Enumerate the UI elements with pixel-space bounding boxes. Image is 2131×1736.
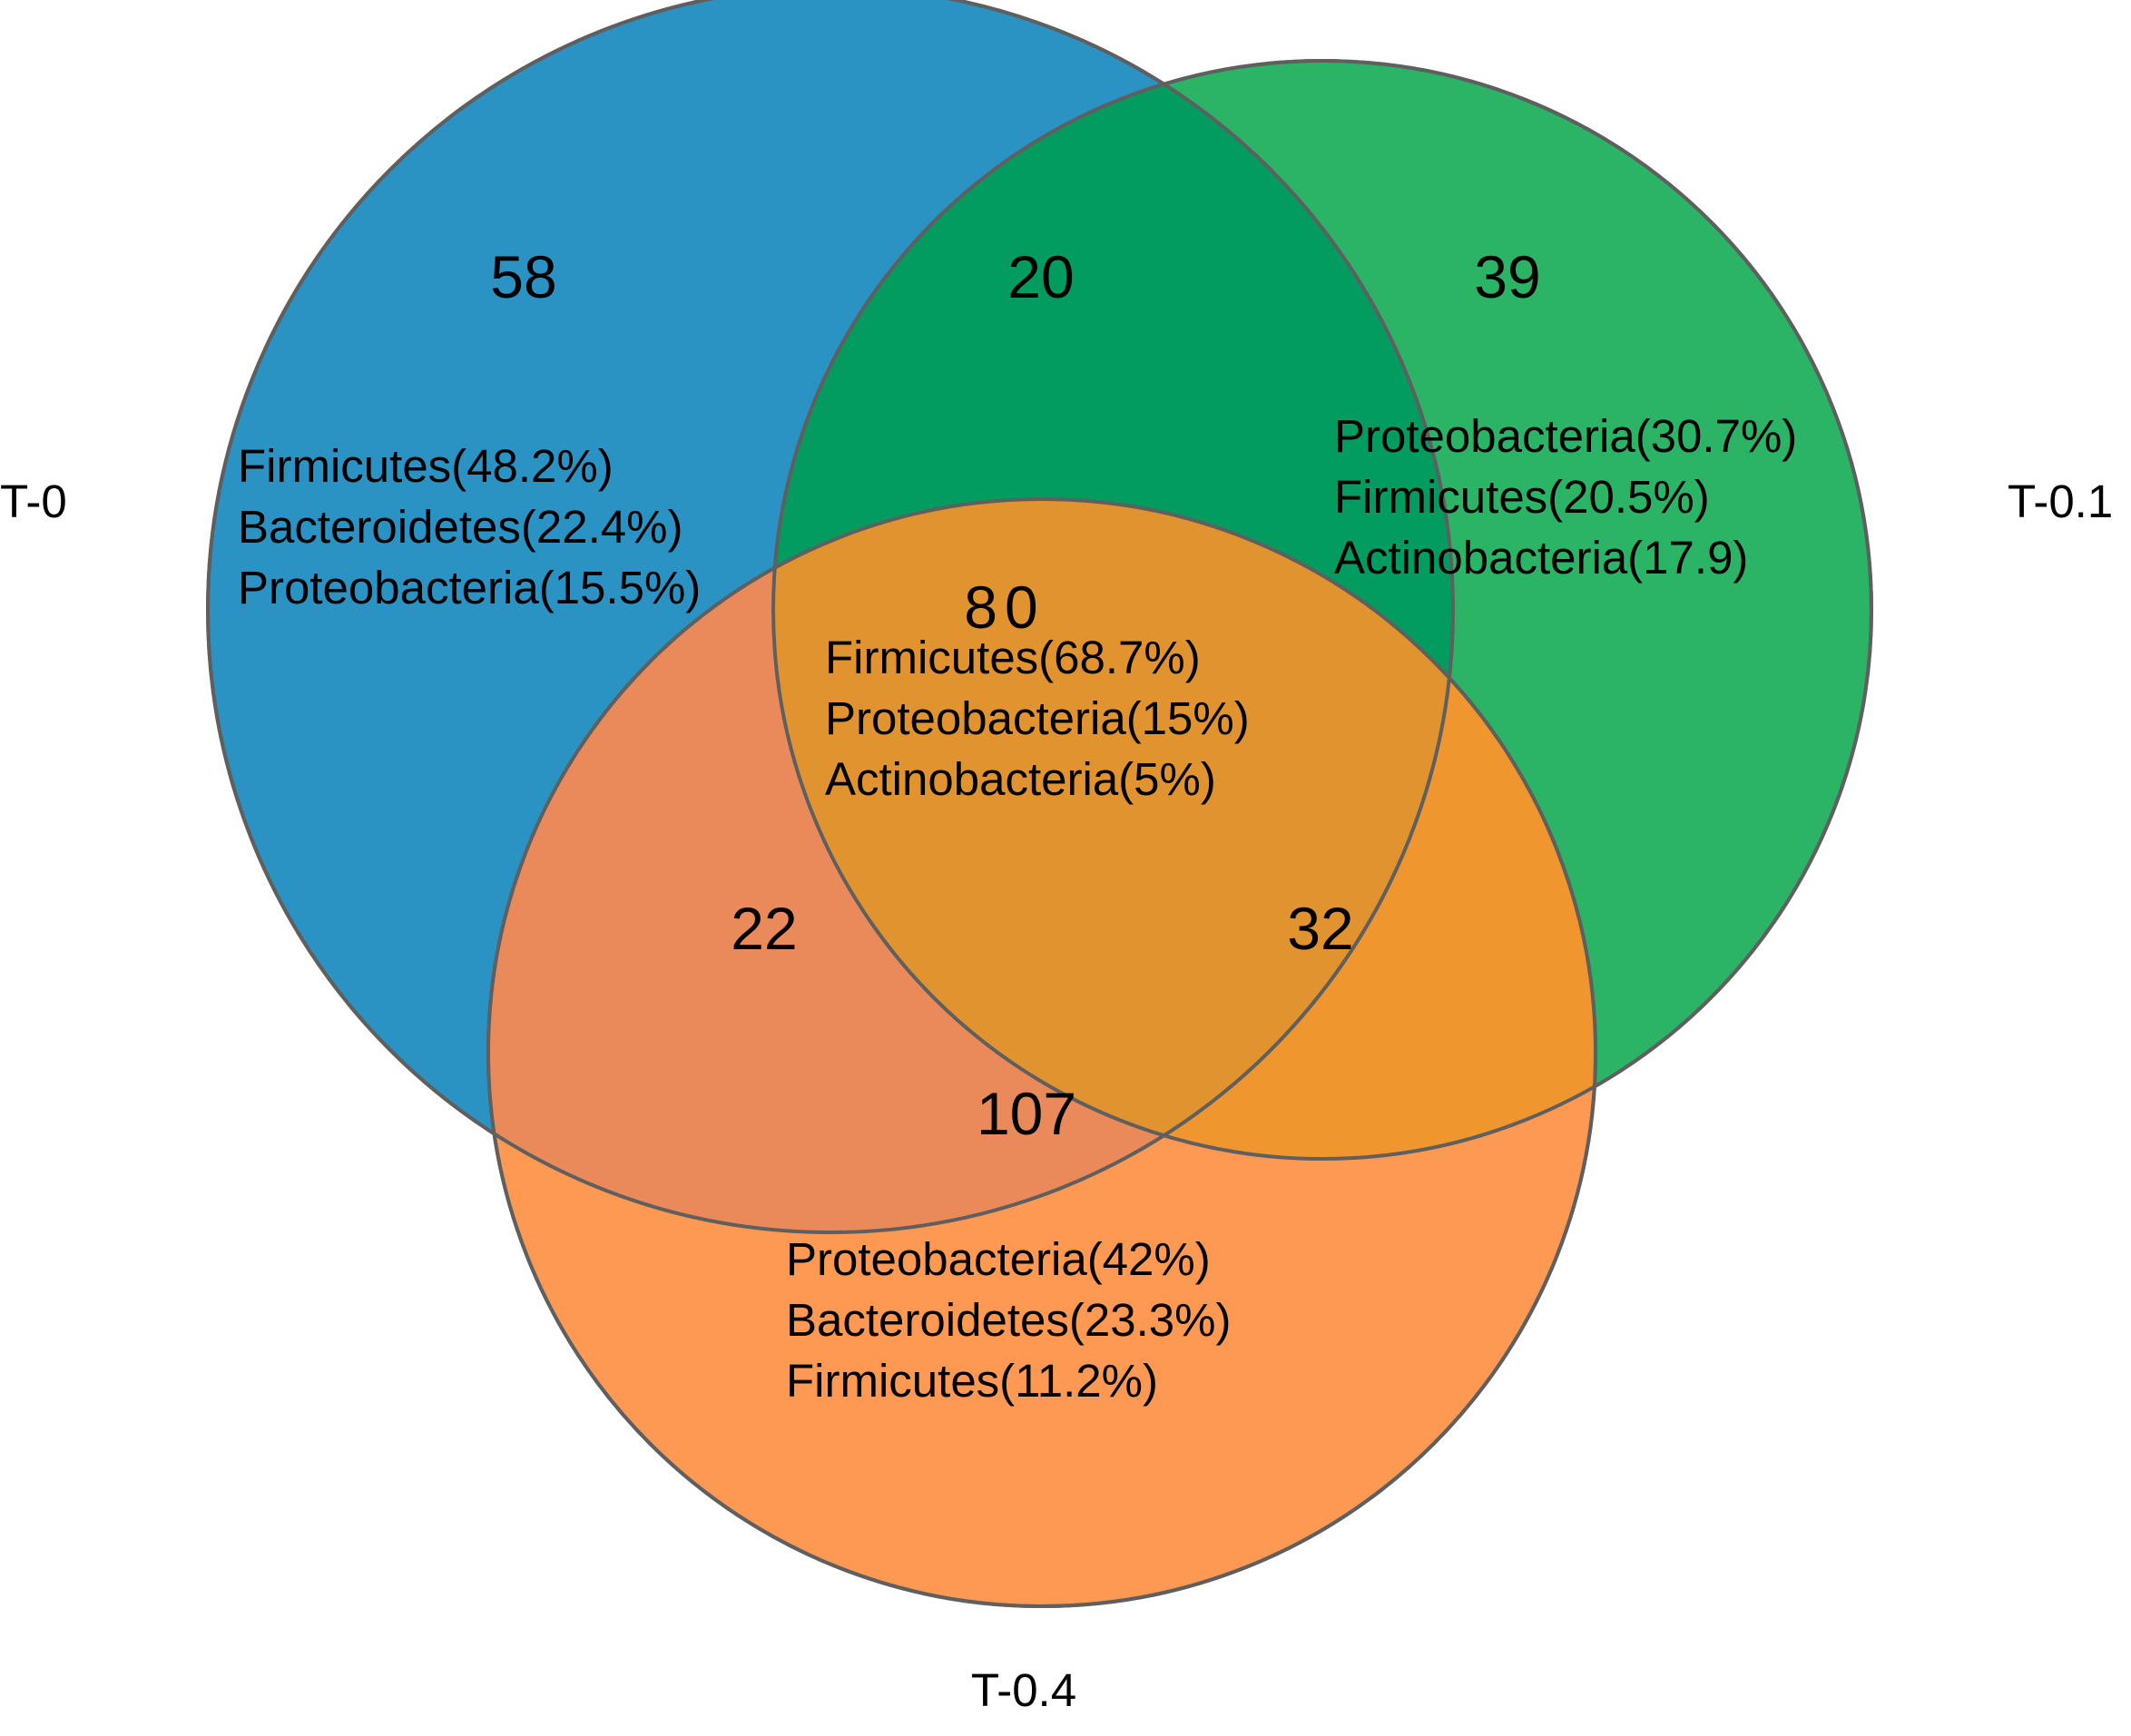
taxa-t0-line-3: Proteobacteria(15.5%) — [238, 562, 701, 613]
set-label-t04: T-0.4 — [971, 1664, 1076, 1716]
set-t0-outline — [206, 0, 1455, 1234]
count-t01-only: 39 — [1474, 243, 1540, 310]
count-t04-only: 107 — [977, 1080, 1076, 1147]
count-t0-t01: 20 — [1007, 243, 1074, 310]
taxa-t0-line-1: Firmicutes(48.2%) — [238, 440, 614, 492]
set-t01-outline — [771, 59, 1873, 1161]
set-t04-outline — [486, 497, 1597, 1608]
count-t0-only: 58 — [490, 243, 556, 310]
taxa-t01-line-1: Proteobacteria(30.7%) — [1334, 410, 1797, 462]
taxa-t04-line-1: Proteobacteria(42%) — [786, 1233, 1211, 1285]
taxa-all-line-1: Firmicutes(68.7%) — [825, 632, 1201, 683]
set-label-t0: T-0 — [0, 476, 67, 527]
count-t0-t04: 22 — [731, 895, 797, 962]
count-t01-t04: 32 — [1287, 895, 1353, 962]
taxa-t01-line-2: Firmicutes(20.5%) — [1334, 471, 1710, 523]
taxa-all-line-2: Proteobacteria(15%) — [825, 692, 1250, 744]
set-label-t01: T-0.1 — [2008, 476, 2113, 527]
taxa-t01-line-3: Actinobacteria(17.9) — [1334, 532, 1748, 584]
taxa-all-line-3: Actinobacteria(5%) — [825, 753, 1216, 805]
taxa-t04-line-2: Bacteroidetes(23.3%) — [786, 1294, 1231, 1346]
overlap-all — [773, 499, 1453, 1159]
taxa-t04-line-3: Firmicutes(11.2%) — [786, 1355, 1158, 1407]
count-all: 80 — [964, 574, 1045, 641]
taxa-t0-line-2: Bacteroidetes(22.4%) — [238, 501, 683, 553]
